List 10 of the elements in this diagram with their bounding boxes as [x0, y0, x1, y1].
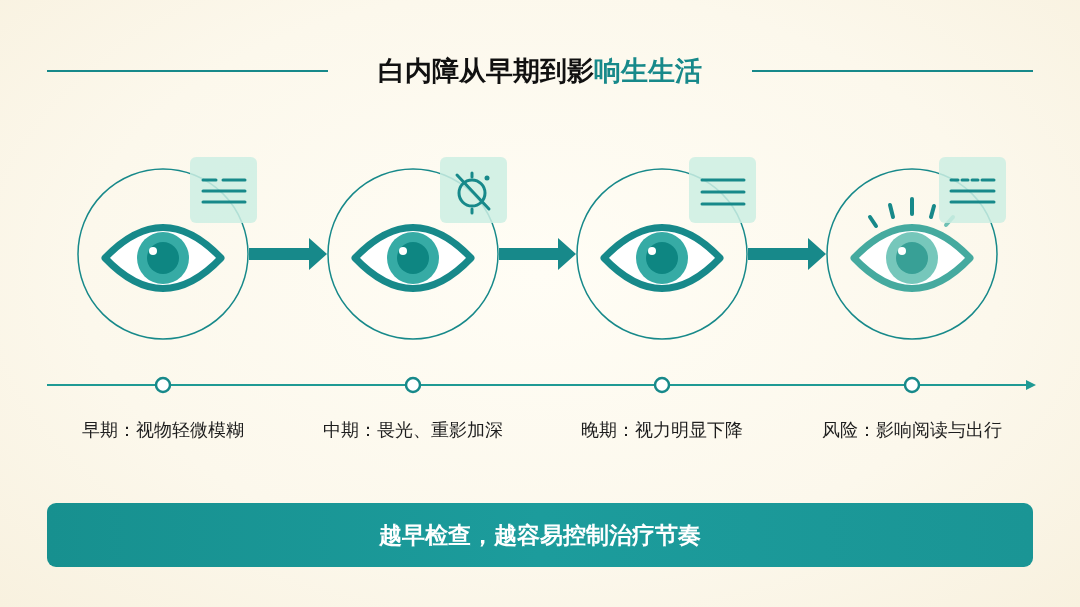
- arrow: [499, 238, 576, 270]
- stage-label: 早期：视物轻微模糊: [82, 418, 244, 442]
- stage-label: 晚期：视力明显下降: [581, 418, 743, 442]
- banner-text: 越早检查，越容易控制治疗节奏: [379, 521, 701, 550]
- diagram-title: 白内障从早期到影响生生活: [378, 54, 702, 88]
- stage-label: 中期：畏光、重影加深: [323, 418, 503, 442]
- arrow: [249, 238, 327, 270]
- stage-label: 风险：影响阅读与出行: [822, 418, 1002, 442]
- summary-banner: [47, 503, 1033, 567]
- arrow: [748, 238, 826, 270]
